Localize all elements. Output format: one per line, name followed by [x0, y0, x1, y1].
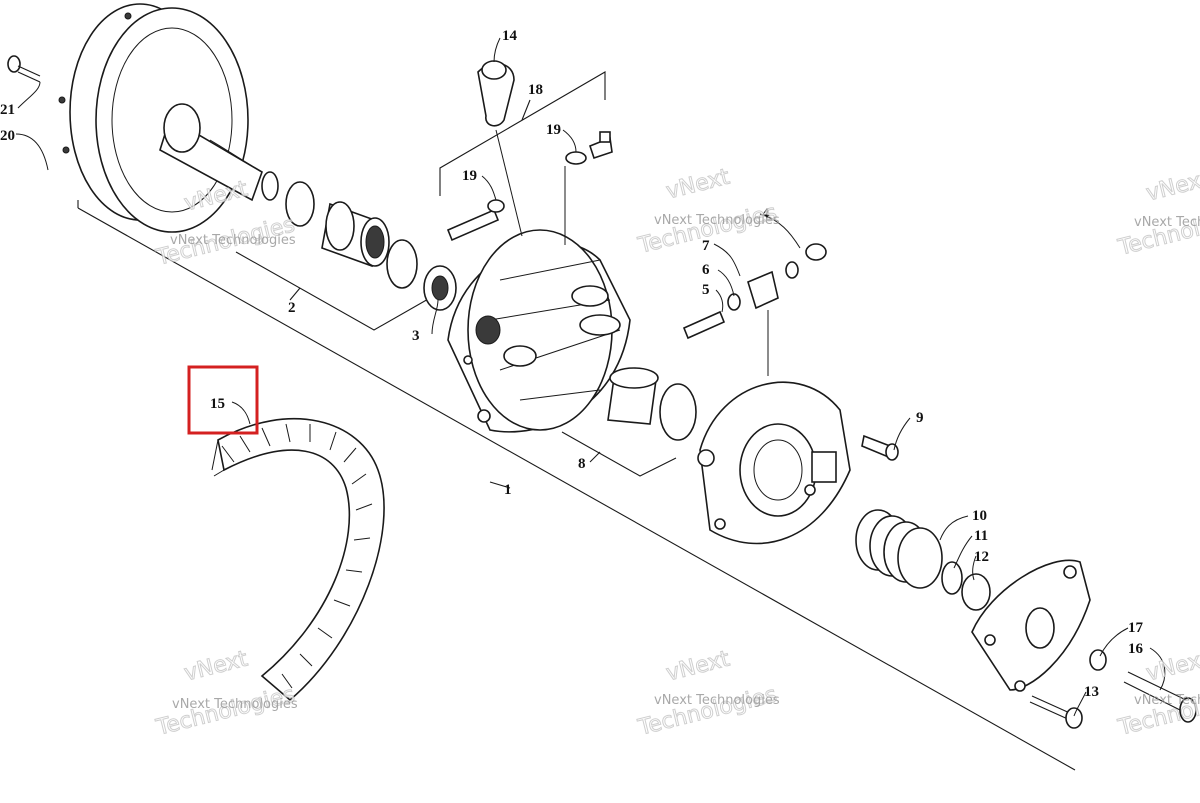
callout-18: 18: [528, 82, 543, 98]
bushing-set-2: [285, 181, 457, 311]
callout-8: 8: [578, 456, 586, 472]
svg-text:Technologies: Technologies: [1115, 682, 1200, 741]
drive-belt-15: [211, 418, 385, 702]
bracket-2: [235, 251, 431, 331]
bracket-18: [439, 71, 606, 196]
callout-12: 12: [974, 549, 989, 565]
washer-17: [1089, 649, 1107, 671]
callout-11: 11: [974, 528, 988, 544]
bushing-8: [607, 367, 697, 441]
callout-17: 17: [1128, 620, 1144, 636]
rings-11-12: [941, 561, 991, 611]
callout-10: 10: [972, 508, 987, 524]
spring-10: [855, 509, 943, 589]
pin-19-right: [565, 131, 613, 165]
svg-text:vNext: vNext: [1144, 167, 1200, 207]
callout-15: 15: [210, 396, 225, 412]
callout-14: 14: [502, 28, 518, 44]
callout-16: 16: [1128, 641, 1144, 657]
svg-text:vNext Technologies: vNext Technologies: [170, 233, 296, 248]
watermark-4: vNext Technologies vNext Technologies: [153, 646, 298, 741]
callout-7: 7: [702, 238, 710, 254]
svg-text:Technologies: Technologies: [635, 682, 779, 741]
spider-housing: [697, 381, 899, 545]
callout-1: 1: [504, 482, 512, 498]
weight-14: [477, 60, 515, 127]
cover-plate: [971, 559, 1091, 692]
svg-text:vNext Technologies: vNext Technologies: [654, 213, 780, 228]
callout-20: 20: [0, 128, 15, 144]
svg-text:vNext Technologies: vNext Technologies: [1134, 693, 1200, 708]
bracket-8: [561, 431, 677, 477]
callout-13: 13: [1084, 684, 1099, 700]
svg-text:vNext Technologies: vNext Technologies: [1134, 215, 1200, 230]
callout-3: 3: [412, 328, 420, 344]
watermark-3: vNext Technologies vNext Technologies: [1115, 166, 1200, 261]
callout-2: 2: [288, 300, 296, 316]
svg-text:vNext: vNext: [664, 647, 733, 687]
callout-labels: 1 2 3 4 5 6 7 8 9 10 11 12 13 14 15 16 1…: [0, 28, 1144, 700]
svg-text:vNext: vNext: [664, 165, 733, 205]
fixed-sheave: [58, 3, 279, 233]
assembly-bracket-1: [77, 200, 1076, 771]
callout-21: 21: [0, 102, 15, 118]
watermark-6: vNext Technologies vNext Technologies: [1115, 646, 1200, 741]
svg-text:vNext Technologies: vNext Technologies: [654, 693, 780, 708]
highlight-box-15: [187, 365, 259, 435]
svg-text:vNext: vNext: [182, 647, 251, 687]
callout-9: 9: [916, 410, 924, 426]
svg-text:vNext Technologies: vNext Technologies: [172, 697, 298, 712]
moveable-sheave: [447, 229, 631, 433]
callout-5: 5: [702, 282, 710, 298]
pin-19-left: [446, 199, 505, 242]
callout-6: 6: [702, 262, 710, 278]
bolt-13: [1029, 695, 1083, 729]
bolt-16: [1123, 671, 1197, 723]
callout-19-upper: 19: [546, 122, 561, 138]
leader-lines: [15, 37, 1166, 717]
screw-21: [7, 55, 41, 83]
callout-4: 4: [762, 206, 770, 222]
callout-19-lower: 19: [462, 168, 477, 184]
svg-text:Technologies: Technologies: [1115, 202, 1200, 261]
watermark-5: vNext Technologies vNext Technologies: [635, 646, 780, 741]
svg-text:vNext: vNext: [1144, 647, 1200, 687]
pin-set-4-7: [682, 243, 827, 340]
